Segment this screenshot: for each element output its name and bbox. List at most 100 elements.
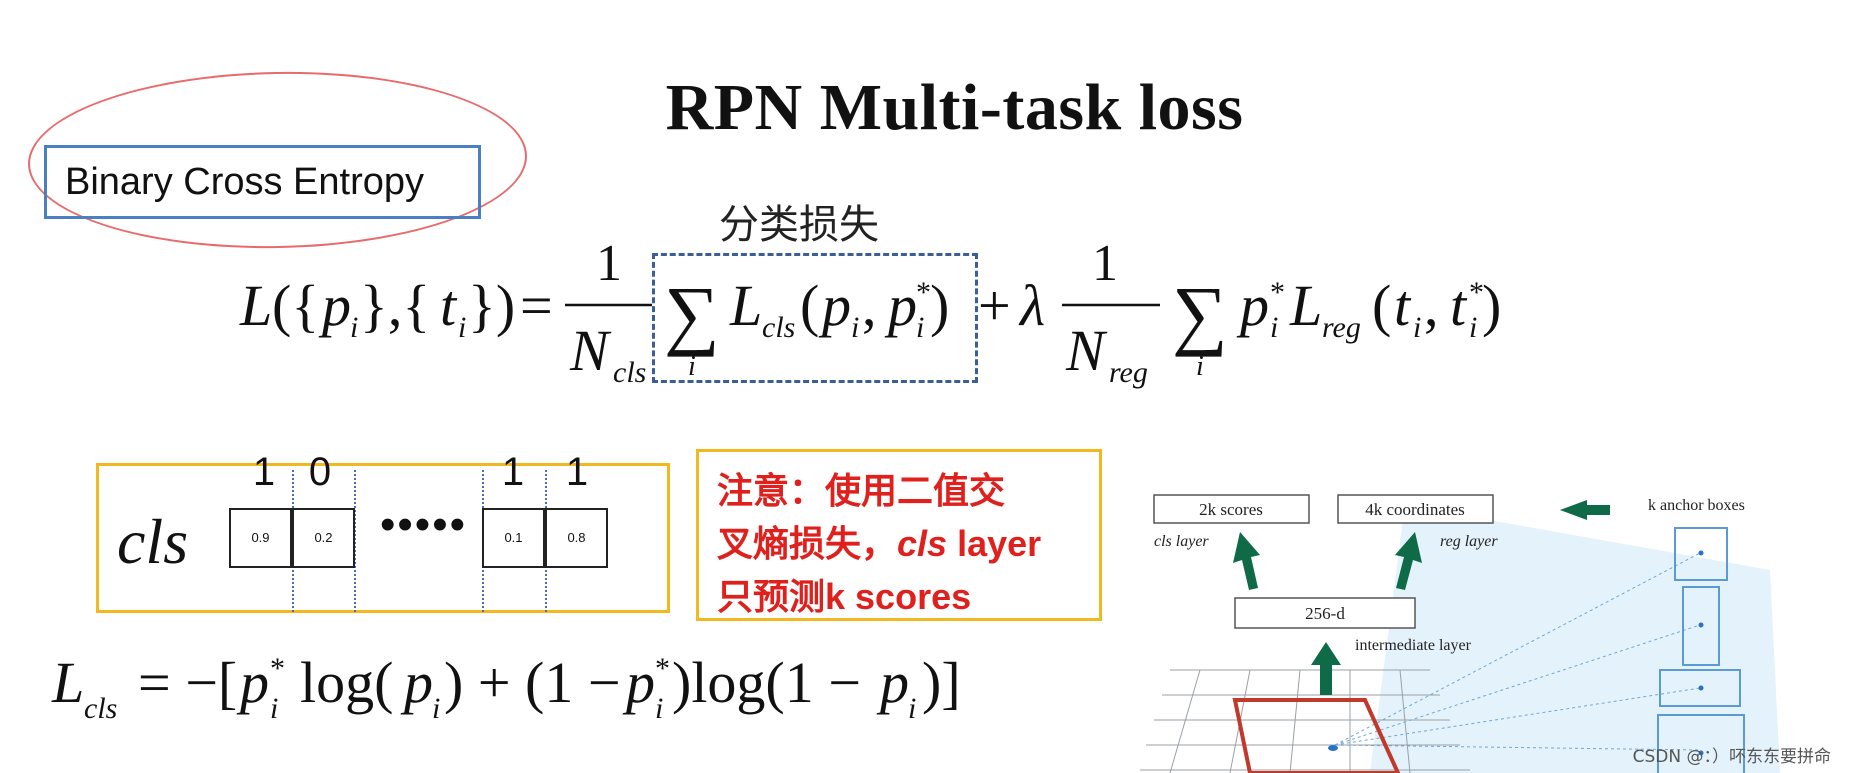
- sliding-window: [1232, 698, 1401, 773]
- svg-text:N: N: [569, 318, 612, 383]
- svg-text:log(: log(: [300, 650, 393, 715]
- svg-text:) + (1 −: ) + (1 −: [444, 650, 621, 715]
- svg-text:*: *: [1270, 276, 1285, 309]
- left-arrow-icon: [1560, 500, 1610, 520]
- score-cell: 0.2: [292, 508, 355, 568]
- svg-text:cls: cls: [613, 356, 646, 389]
- svg-text:L: L: [1289, 273, 1322, 338]
- svg-text:*: *: [1469, 276, 1484, 309]
- svg-text:i: i: [655, 692, 663, 725]
- svg-text:*: *: [916, 276, 931, 309]
- coordinates-label: 4k coordinates: [1365, 500, 1465, 519]
- classification-loss-label: 分类损失: [719, 202, 879, 248]
- intermediate-layer-label: intermediate layer: [1355, 637, 1472, 654]
- ellipsis: •••••: [380, 500, 468, 549]
- svg-text:reg: reg: [1322, 311, 1361, 344]
- up-arrow-icon: [1233, 532, 1260, 590]
- anchor-box: [1657, 714, 1745, 773]
- label-bit: 1: [565, 450, 589, 494]
- arrow-icons: [1233, 500, 1610, 695]
- svg-text:i: i: [1469, 311, 1477, 344]
- svg-text:λ: λ: [1018, 273, 1045, 338]
- label-bit: 1: [252, 450, 276, 494]
- svg-text:N: N: [1065, 318, 1108, 383]
- anchor-boxes-label: k anchor boxes: [1648, 497, 1745, 514]
- svg-text:1: 1: [1092, 235, 1118, 292]
- rpn-diagram: 2k scores 4k coordinates cls layer reg l…: [1140, 494, 1780, 773]
- note-box: 注意：使用二值交 叉熵损失，cls layer 只预测k scores: [696, 449, 1102, 621]
- svg-text:}): }): [468, 273, 515, 338]
- svg-text:∑: ∑: [1172, 270, 1228, 357]
- svg-text:({: ({: [272, 273, 319, 338]
- reg-layer-label: reg layer: [1440, 533, 1498, 550]
- svg-text:∑: ∑: [664, 270, 720, 357]
- svg-text:p: p: [876, 650, 909, 715]
- slide-title: RPN Multi-task loss: [665, 71, 1244, 144]
- svg-text:t: t: [1450, 273, 1468, 338]
- svg-text:1: 1: [596, 235, 622, 292]
- svg-text:): ): [930, 273, 949, 338]
- score-cell: 0.8: [545, 508, 608, 568]
- window-center-dot: [1328, 745, 1338, 751]
- svg-text:*: *: [655, 652, 670, 685]
- scores-label: 2k scores: [1199, 500, 1263, 519]
- svg-text:L: L: [239, 273, 272, 338]
- divider-dotted: [354, 470, 356, 612]
- svg-text:i: i: [432, 692, 440, 725]
- svg-text:cls: cls: [762, 311, 795, 344]
- cls-label: cls: [117, 506, 189, 577]
- binary-cross-entropy-box: Binary Cross Entropy: [44, 145, 481, 219]
- feature-256d-box: [1234, 597, 1416, 629]
- svg-text:p: p: [1236, 273, 1269, 338]
- svg-text:p: p: [884, 273, 917, 338]
- classification-term-highlight: [652, 253, 978, 383]
- cls-layer-label: cls layer: [1154, 533, 1209, 550]
- anchor-boxes: [1657, 527, 1745, 773]
- svg-text:i: i: [1196, 351, 1204, 382]
- svg-text:,: ,: [1424, 273, 1439, 338]
- svg-text:t: t: [1394, 273, 1412, 338]
- svg-text:i: i: [851, 311, 859, 344]
- svg-text:reg: reg: [1109, 356, 1148, 389]
- anchor-box: [1682, 586, 1720, 666]
- svg-text:p: p: [318, 273, 351, 338]
- svg-text:i: i: [1413, 311, 1421, 344]
- anchor-box: [1659, 669, 1741, 707]
- svg-text:p: p: [236, 650, 269, 715]
- up-arrow-icon: [1395, 532, 1422, 590]
- coordinates-box: [1337, 494, 1494, 524]
- svg-text:i: i: [688, 351, 696, 382]
- scores-box: [1153, 494, 1310, 524]
- svg-text:p: p: [818, 273, 851, 338]
- svg-text:cls: cls: [84, 692, 117, 725]
- svg-text:L: L: [51, 650, 84, 715]
- cls-example-panel: [96, 463, 670, 613]
- svg-text:+: +: [978, 273, 1011, 338]
- note-line-2: 叉熵损失，cls layer: [717, 523, 1042, 565]
- anchor-box: [1674, 527, 1728, 581]
- svg-text:)]: )]: [922, 650, 961, 715]
- bce-formula: L cls = −[ p * i log( p i ) + (1 − p * i…: [51, 650, 961, 725]
- svg-text:i: i: [908, 692, 916, 725]
- anchor-rays: [1334, 552, 1701, 751]
- svg-text:)log(1 −: )log(1 −: [672, 650, 861, 715]
- svg-text:t: t: [440, 273, 458, 338]
- watermark: CSDN @：）吥东东要拼命: [1632, 747, 1831, 767]
- svg-text:i: i: [1270, 311, 1278, 344]
- svg-text:L: L: [729, 273, 762, 338]
- svg-text:},{: },{: [360, 273, 430, 338]
- svg-text:i: i: [916, 311, 924, 344]
- svg-text:i: i: [350, 311, 358, 344]
- multi-task-loss-formula: L ({ p i },{ t i }) = 1 N cls ∑ i L cls …: [239, 235, 1501, 389]
- svg-text:(: (: [1372, 273, 1391, 338]
- score-cell: 0.9: [229, 508, 292, 568]
- note-line-1: 注意：使用二值交: [717, 471, 1006, 512]
- svg-text:*: *: [270, 652, 285, 685]
- svg-text:,: ,: [862, 273, 877, 338]
- feature-256d-label: 256-d: [1305, 604, 1345, 623]
- label-bit: 1: [501, 450, 525, 494]
- svg-text:i: i: [270, 692, 278, 725]
- svg-text:=: =: [520, 273, 553, 338]
- svg-text:i: i: [458, 311, 466, 344]
- svg-text:= −[: = −[: [138, 650, 237, 715]
